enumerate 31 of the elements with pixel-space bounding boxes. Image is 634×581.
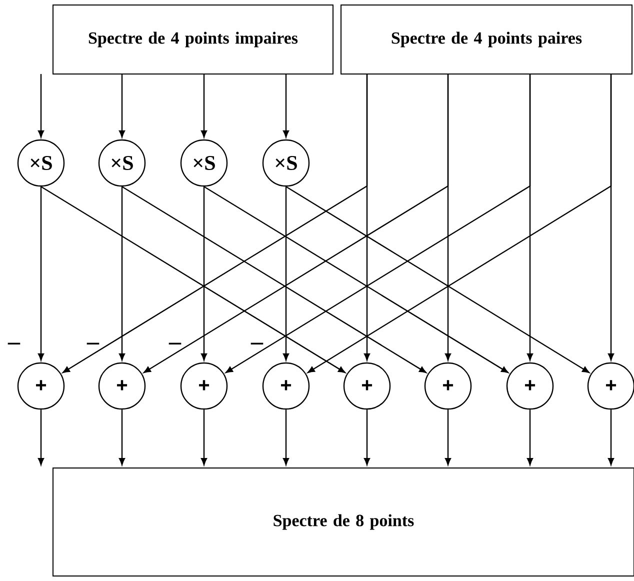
arrow xyxy=(118,186,126,361)
arrow xyxy=(144,74,449,374)
arrow xyxy=(62,74,368,374)
arrow xyxy=(204,186,508,374)
arrow xyxy=(38,410,44,466)
arrow xyxy=(118,74,126,138)
arrow xyxy=(308,74,612,373)
arrow xyxy=(526,410,534,466)
arrow xyxy=(200,74,208,138)
arrow xyxy=(282,74,290,138)
arrow xyxy=(40,186,346,374)
arrow xyxy=(444,410,452,466)
arrow xyxy=(226,74,531,374)
minus-sign: – xyxy=(8,342,20,344)
arrow xyxy=(282,186,290,361)
header-box: Spectre de 4 points paires xyxy=(340,4,632,74)
minus-sign: – xyxy=(250,342,264,344)
output-box: Spectre de 8 points xyxy=(52,468,634,576)
arrow xyxy=(200,410,208,466)
arrow xyxy=(286,186,590,374)
arrow xyxy=(118,410,126,466)
minus-sign: – xyxy=(168,342,182,344)
minus-sign: – xyxy=(86,342,100,344)
arrow xyxy=(364,410,370,466)
arrow xyxy=(282,410,290,466)
arrow xyxy=(38,74,44,138)
arrow xyxy=(122,186,426,374)
header-box: Spectre de 4 points impaires xyxy=(52,4,334,74)
arrow xyxy=(38,186,44,361)
arrow xyxy=(608,410,614,466)
arrow xyxy=(200,186,208,361)
